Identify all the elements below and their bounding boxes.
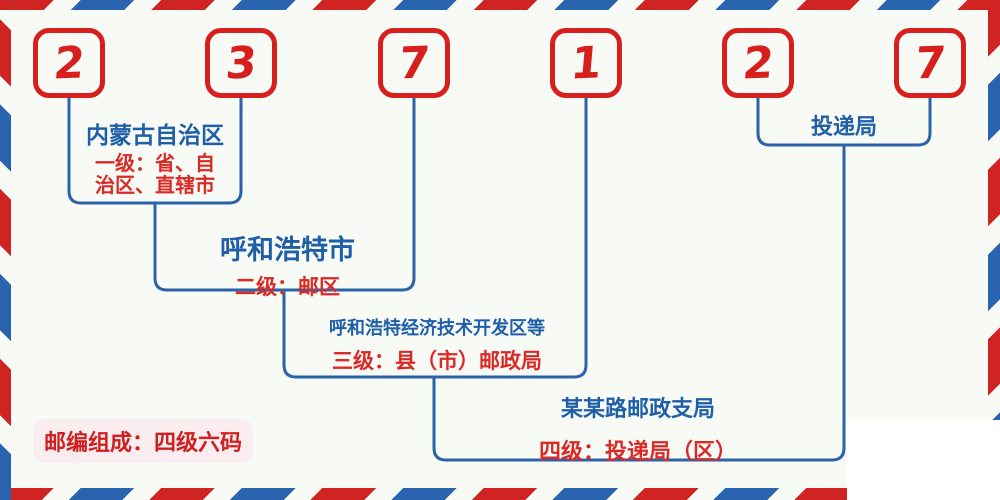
- digit-box-4: 1: [550, 28, 622, 98]
- level-1-desc-line-2: 治区、直辖市: [95, 175, 215, 197]
- level-2-desc: 二级：邮区: [235, 276, 340, 299]
- digit-5: 2: [740, 36, 776, 90]
- footer-badge: 邮编组成：四级六码: [33, 419, 253, 463]
- delivery-office-text: 投递局: [810, 114, 877, 139]
- digit-box-6: 7: [894, 28, 966, 98]
- digit-2: 3: [223, 36, 259, 90]
- digit-box-1: 2: [33, 28, 105, 98]
- level-4-place: 某某路邮政支局: [560, 396, 715, 421]
- level-2-place: 呼和浩特市: [220, 235, 355, 265]
- delivery-office-label: 投递局: [774, 109, 914, 141]
- level-1-place: 内蒙古自治区: [86, 122, 224, 148]
- digit-4: 1: [568, 36, 604, 90]
- digit-1: 2: [51, 36, 87, 90]
- digit-3: 7: [396, 36, 432, 90]
- footer-badge-text: 邮编组成：四级六码: [43, 430, 242, 455]
- level-1-desc-line-1: 一级：省、自: [95, 153, 215, 175]
- level-3-place: 呼和浩特经济技术开发区等: [329, 318, 545, 338]
- corner-white-patch: [847, 420, 1000, 500]
- level-4-desc: 四级：投递局（区）: [538, 439, 737, 464]
- level-1-label: 内蒙古自治区 一级：省、自 治区、直辖市: [60, 116, 250, 197]
- level-4-label: 某某路邮政支局 四级：投递局（区）: [488, 391, 788, 466]
- bracket-level-4: [432, 143, 846, 462]
- digit-box-5: 2: [722, 28, 794, 98]
- bracket-delivery-office: [756, 95, 932, 147]
- digit-6: 7: [912, 36, 948, 90]
- level-3-label: 呼和浩特经济技术开发区等 三级：县（市）邮政局: [287, 314, 587, 375]
- digit-box-2: 3: [205, 28, 277, 98]
- level-3-desc: 三级：县（市）邮政局: [332, 350, 542, 373]
- level-2-label: 呼和浩特市 二级：邮区: [170, 228, 405, 301]
- digit-box-3: 7: [378, 28, 450, 98]
